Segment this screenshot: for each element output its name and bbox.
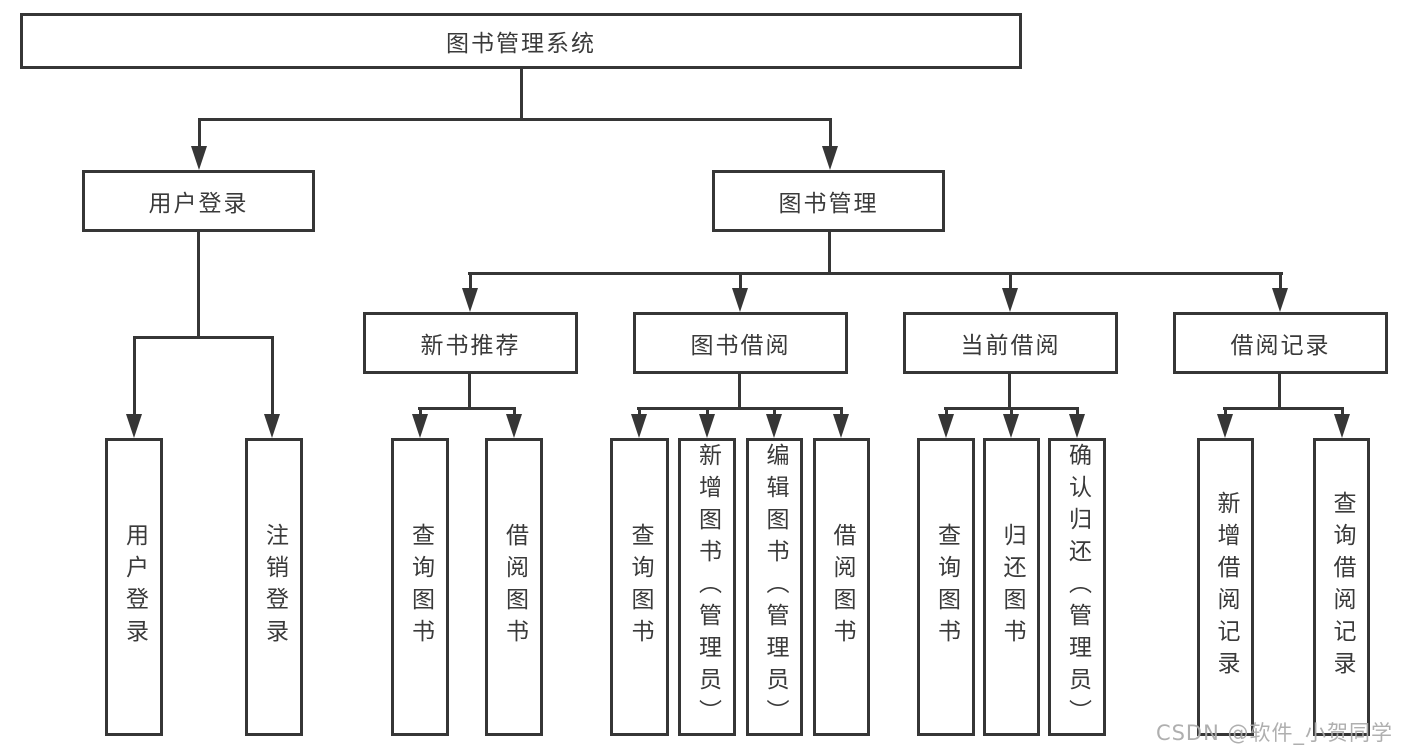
arrow-to-leaf-user-login <box>125 336 143 438</box>
arrow-to-bor-edit <box>765 407 783 438</box>
node-new-book-recommend: 新书推荐 <box>363 312 578 374</box>
leaf-records-add-record-label: 新增借阅记录 <box>1213 491 1239 683</box>
connector-records-stem <box>1278 374 1281 407</box>
arrow-to-rec-borrow <box>505 407 523 438</box>
leaf-records-add-record: 新增借阅记录 <box>1197 438 1254 736</box>
connector-root-stem <box>520 69 523 118</box>
leaf-recommend-query-books: 查询图书 <box>391 438 449 736</box>
leaf-borrow-edit-books-admin-label: 编辑图书（管理员） <box>762 443 788 731</box>
connector-level1-branch <box>198 118 832 121</box>
arrow-to-bor-add <box>698 407 716 438</box>
leaf-current-return-books-label: 归还图书 <box>999 523 1025 651</box>
node-book-management: 图书管理 <box>712 170 945 232</box>
leaf-records-query-record: 查询借阅记录 <box>1313 438 1370 736</box>
arrow-to-bor-query <box>630 407 648 438</box>
arrow-to-book-management <box>821 118 839 170</box>
connector-book-mgmt-stem <box>828 232 831 272</box>
connector-user-login-branch <box>133 336 274 339</box>
leaf-logout-label: 注销登录 <box>261 523 288 651</box>
connector-records-branch <box>1223 407 1344 410</box>
node-book-borrowing: 图书借阅 <box>633 312 848 374</box>
arrow-to-rcd-add <box>1216 407 1234 438</box>
leaf-current-confirm-return-admin-label: 确认归还（管理员） <box>1064 443 1091 731</box>
connector-user-login-stem <box>197 232 200 336</box>
leaf-user-login-label: 用户登录 <box>121 523 148 651</box>
arrow-to-cur-query <box>937 407 955 438</box>
arrow-to-current-borrowing <box>1001 272 1019 312</box>
leaf-current-return-books: 归还图书 <box>983 438 1040 736</box>
leaf-borrow-borrow-books-label: 借阅图书 <box>829 523 855 651</box>
csdn-watermark: CSDN @软件_小贺同学 <box>1155 721 1393 745</box>
leaf-current-query-books-label: 查询图书 <box>933 523 960 651</box>
leaf-recommend-borrow-books: 借阅图书 <box>485 438 543 736</box>
arrow-to-bor-borrow <box>832 407 850 438</box>
node-current-borrowing: 当前借阅 <box>903 312 1118 374</box>
arrow-to-book-borrowing <box>731 272 749 312</box>
arrow-to-leaf-logout <box>263 336 281 438</box>
leaf-user-login: 用户登录 <box>105 438 163 736</box>
leaf-current-query-books: 查询图书 <box>917 438 975 736</box>
arrow-to-rec-query <box>411 407 429 438</box>
leaf-borrow-borrow-books: 借阅图书 <box>813 438 870 736</box>
leaf-borrow-add-books-admin: 新增图书（管理员） <box>678 438 736 736</box>
leaf-recommend-borrow-books-label: 借阅图书 <box>501 523 528 651</box>
node-user-login: 用户登录 <box>82 170 315 232</box>
arrow-to-new-book-recommend <box>461 272 479 312</box>
arrow-to-rcd-query <box>1333 407 1351 438</box>
root-node-library-system: 图书管理系统 <box>20 13 1022 69</box>
connector-current-stem <box>1008 374 1011 407</box>
connector-borrowing-stem <box>738 374 741 407</box>
connector-recommend-branch <box>418 407 516 410</box>
leaf-logout: 注销登录 <box>245 438 303 736</box>
arrow-to-cur-return <box>1002 407 1020 438</box>
leaf-records-query-record-label: 查询借阅记录 <box>1329 491 1355 683</box>
connector-recommend-stem <box>468 374 471 407</box>
leaf-borrow-edit-books-admin: 编辑图书（管理员） <box>746 438 803 736</box>
connector-borrowing-branch <box>637 407 843 410</box>
connector-level2-branch <box>468 272 1283 275</box>
leaf-recommend-query-books-label: 查询图书 <box>407 523 434 651</box>
leaf-borrow-query-books-label: 查询图书 <box>627 523 653 651</box>
arrow-to-cur-confirm <box>1068 407 1086 438</box>
arrow-to-user-login <box>190 118 208 170</box>
leaf-borrow-add-books-admin-label: 新增图书（管理员） <box>694 443 721 731</box>
arrow-to-borrowing-records <box>1271 272 1289 312</box>
leaf-borrow-query-books: 查询图书 <box>610 438 669 736</box>
leaf-current-confirm-return-admin: 确认归还（管理员） <box>1048 438 1106 736</box>
node-borrowing-records: 借阅记录 <box>1173 312 1388 374</box>
